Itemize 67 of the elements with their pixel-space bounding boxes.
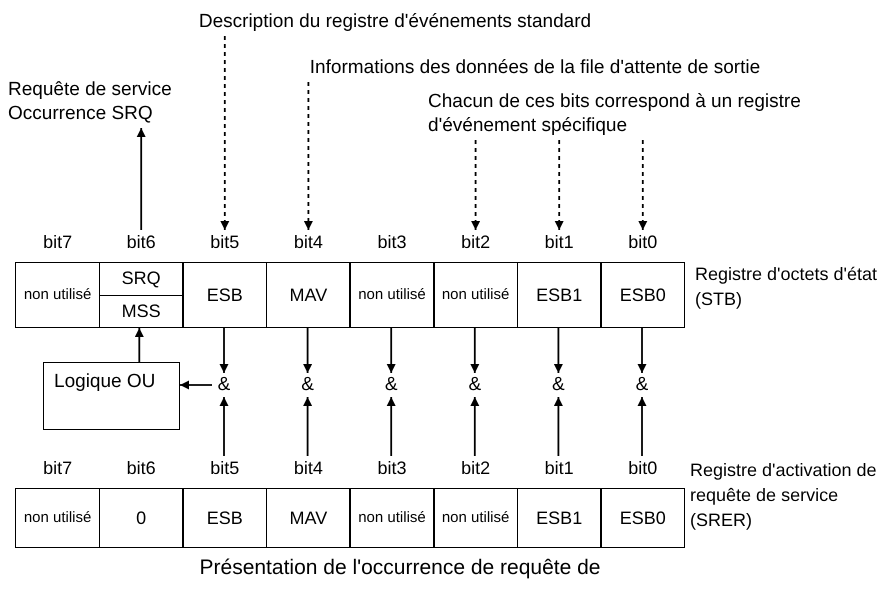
arrow [470, 397, 480, 456]
register-cell: ESB1 [516, 488, 602, 548]
bit-label: bit6 [126, 457, 156, 480]
register-cell: MAV [266, 488, 351, 548]
and-symbol: & [296, 373, 320, 397]
dashed-arrow [304, 82, 313, 230]
bit-label: bit2 [461, 457, 490, 480]
bit-label: bit1 [544, 231, 574, 254]
arrow [180, 380, 212, 390]
register-cell: ESB1 [516, 262, 602, 328]
arrow [470, 328, 480, 373]
arrow [220, 328, 228, 373]
bit-label: bit4 [294, 231, 323, 254]
bit-label: bit7 [43, 457, 72, 480]
field-label: MSS [120, 300, 162, 323]
register-cell: non utilisé [15, 262, 100, 328]
logic-box: Logique OU [43, 362, 180, 430]
field-label: SRQ [100, 263, 183, 296]
and-symbol: & [546, 373, 570, 397]
bit-label: bit0 [628, 231, 658, 254]
and-symbol: & [379, 373, 404, 397]
register-cell: non utilisé [433, 488, 518, 548]
bit-label: bit0 [628, 457, 658, 480]
bit-label: bit5 [210, 457, 240, 480]
annotation-text: Informations des données de la file d'attente de sortie [250, 56, 820, 82]
arrow [303, 397, 312, 456]
arrow [386, 397, 396, 456]
register-cell: ESB [182, 262, 268, 328]
bit-label: bit6 [126, 231, 156, 254]
caption: Présentation de l'occurrence de requête de [198, 555, 602, 581]
register-cell: non utilisé [349, 488, 435, 548]
arrow [638, 328, 646, 373]
and-symbol: & [462, 373, 487, 397]
dashed-arrow [220, 36, 230, 230]
bit-label: bit4 [294, 457, 323, 480]
register-cell: ESB [182, 488, 268, 548]
register-cell: ESB0 [600, 488, 686, 548]
register-cell: non utilisé [349, 262, 435, 328]
bit-label: bit7 [43, 231, 72, 254]
arrow [303, 328, 312, 373]
arrow [220, 397, 228, 456]
arrow [134, 328, 144, 362]
register-cell: non utilisé [15, 488, 100, 548]
dashed-arrow [554, 140, 564, 230]
arrow [136, 128, 146, 230]
register-label: Registre d'activation de requête de service (SRER) [690, 459, 878, 532]
register-cell: ESB0 [600, 262, 686, 328]
annotation-text: Requête de service Occurrence SRQ [8, 78, 213, 128]
and-symbol: & [212, 373, 236, 397]
bit-label: bit3 [377, 231, 406, 254]
register-cell: 0 [98, 488, 184, 548]
annotation-text: Description du registre d'événements standard [140, 10, 650, 36]
bit-label: bit2 [461, 231, 490, 254]
register-cell: MAV [266, 262, 351, 328]
bit-label: bit3 [377, 457, 406, 480]
register-label: Registre d'octets d'état (STB) [695, 263, 878, 311]
and-symbol: & [630, 373, 654, 397]
bit-label: bit1 [544, 457, 574, 480]
bit-label: bit5 [210, 231, 240, 254]
arrow [386, 328, 396, 373]
dashed-arrow [471, 140, 480, 230]
arrow [638, 397, 646, 456]
annotation-text: Chacun de ces bits correspond à un registre d'événement spécifique [428, 90, 828, 140]
arrow [554, 397, 563, 456]
dashed-arrow [638, 140, 648, 230]
arrow [554, 328, 563, 373]
register-cell: non utilisé [433, 262, 518, 328]
